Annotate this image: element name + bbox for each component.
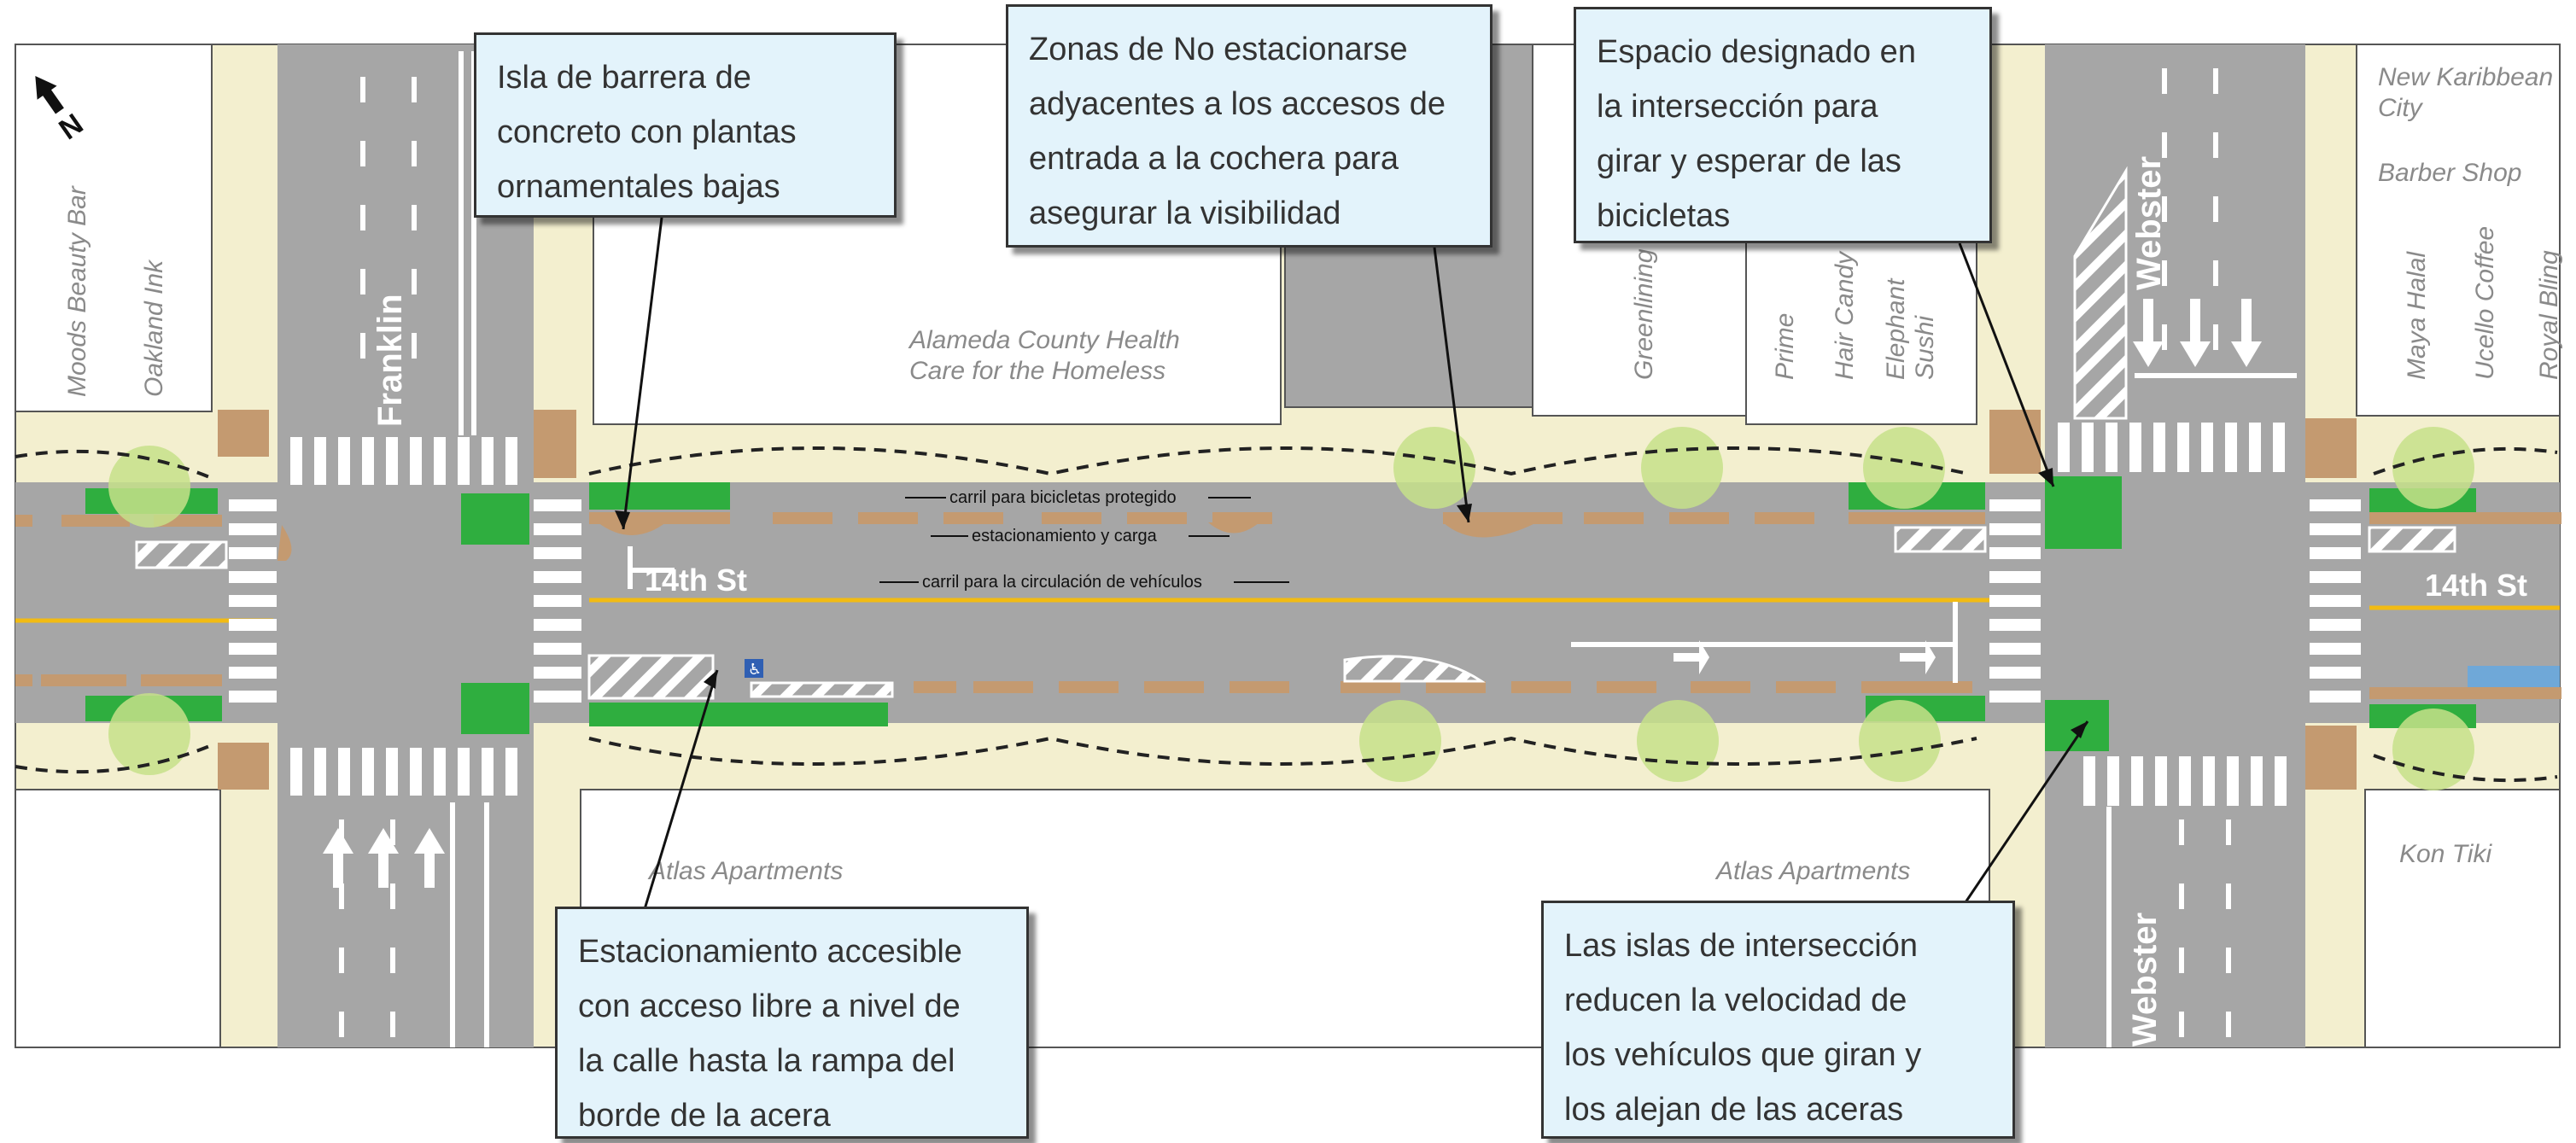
hatched-buffers [135,166,2456,700]
building-west-south [15,789,221,1048]
business-label-line: New Karibbean [2378,63,2553,91]
curb-edge-lines [15,446,2558,783]
business-label-line: Alameda County Health [908,326,1180,354]
street-names: 14th St 14th St Franklin Webster Webster [371,156,2527,1047]
business-label: Atlas Apartments [647,857,843,885]
business-label: Hair Candy [1831,250,1859,380]
direction-arrows [323,299,2262,888]
callout-leader-arrowheads [615,468,2088,738]
street-label-franklin: Franklin [371,294,409,427]
callout-planter-island: Isla de barrera de concreto con plantas … [474,32,897,218]
callout-leader-lines [622,217,2089,910]
street-label-14th-west: 14th St [645,563,747,598]
street-label-webster-north: Webster [2130,156,2168,290]
business-label: Barber Shop [2378,159,2521,187]
business-label: Moods Beauty Bar [63,185,91,397]
street-label-webster-south: Webster [2126,913,2164,1047]
building-moods [15,44,213,412]
business-label: Kon Tiki [2399,840,2492,868]
concrete-islands [15,410,2561,790]
lane-label-travel: carril para la circulación de vehículos [922,573,1202,592]
business-label: Oakland Ink [140,259,168,397]
callout-no-parking: Zonas de No estacionarse adyacentes a lo… [1006,4,1492,248]
lane-annotations: carril para bicicletas protegido estacio… [879,488,1289,592]
business-label: Prime [1771,313,1799,380]
business-label-line: City [2378,94,2424,122]
business-label: New Karibbean City [2378,63,2560,122]
callout-accessible-parking: Estacionamiento accesible con acceso lib… [555,907,1029,1139]
building-kon-tiki [2364,789,2561,1048]
business-label: Alameda County Health Care for the Homel… [908,326,1187,385]
business-label-line: Elephant [1882,277,1910,380]
business-label-line: Care for the Homeless [909,357,1165,385]
business-label: Elephant Sushi [1882,271,1939,380]
callout-corner-islands: Las islas de intersección reducen la vel… [1541,901,2015,1139]
business-label-line: Sushi [1911,315,1939,380]
callout-bike-box: Espacio designado en la intersección par… [1574,7,1992,243]
business-label: Royal Bling [2535,250,2563,380]
street-label-14th-east: 14th St [2425,568,2527,603]
business-label: Greenlining [1630,248,1658,380]
business-label: Atlas Apartments [1714,857,1910,885]
map-labels: Moods Beauty Bar Oakland Ink Greenlining… [63,159,2563,885]
building-new-karibbean [2356,44,2561,417]
multiline-business-labels: Alameda County Health Care for the Homel… [908,63,2560,385]
accessible-parking-glyph: ♿ [748,661,762,678]
crosswalks [229,423,2361,806]
lane-label-bike: carril para bicicletas protegido [949,488,1177,507]
business-label: Ucello Coffee [2471,226,2499,380]
lane-label-parking: estacionamiento y carga [972,527,1158,545]
accessible-parking-icon [745,659,763,678]
business-label: Maya Halal [2403,251,2431,380]
